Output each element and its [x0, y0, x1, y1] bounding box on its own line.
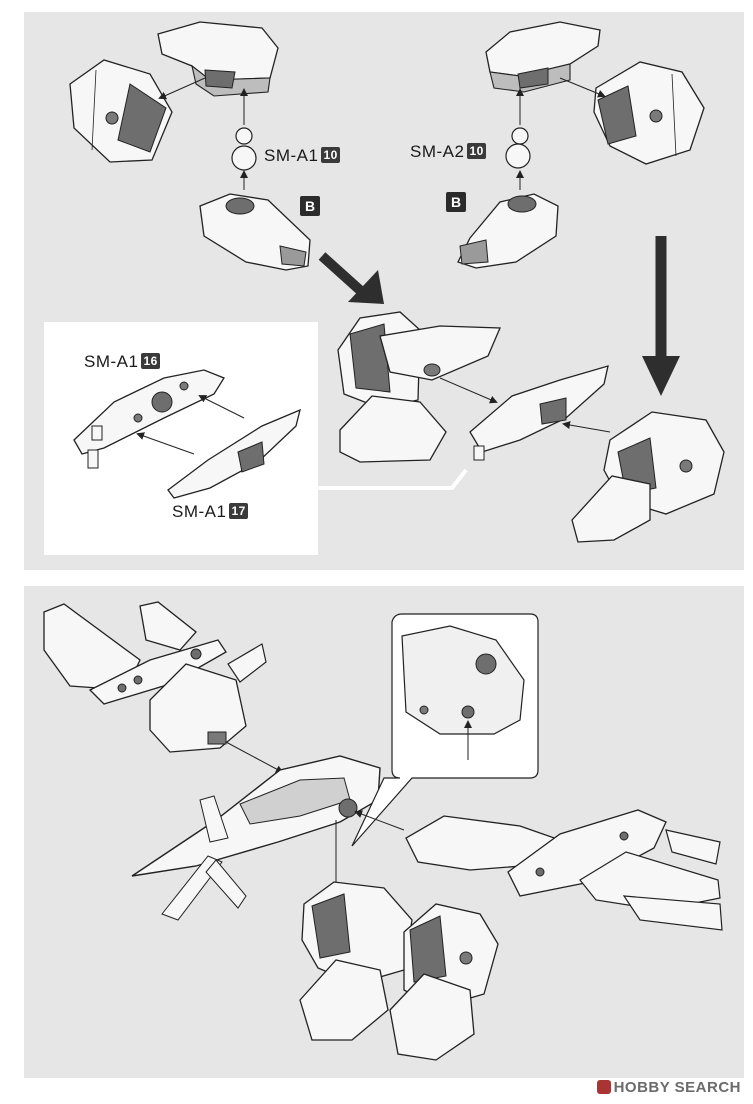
inset-upper-part	[73, 369, 225, 469]
right-ball-joint	[505, 88, 531, 190]
part-number-left-ball: 10	[321, 147, 340, 163]
part-code-right-ball: SM-A2	[410, 142, 465, 161]
part-number-right-ball: 10	[467, 143, 486, 159]
hobby-search-watermark: HOBBY SEARCH	[596, 1079, 741, 1096]
upper-left-pod-part	[69, 59, 173, 163]
center-assembled-unit	[337, 311, 501, 463]
inset-parts-diagram	[73, 369, 301, 499]
watermark-text: HOBBY SEARCH	[613, 1079, 741, 1096]
center-connector-part	[469, 365, 609, 461]
hobby-search-logo-icon	[596, 1080, 611, 1094]
bottom-assembly-panel	[24, 586, 744, 1078]
inset-part-number-lower: 17	[229, 503, 248, 519]
inset-callout-line	[318, 468, 468, 490]
left-ball-joint	[231, 88, 257, 190]
left-base-part	[199, 193, 311, 271]
upper-right-pod-part	[593, 61, 705, 165]
assembly-arrow-vertical	[642, 236, 680, 396]
right-base-part	[457, 193, 559, 269]
inset-lower-part	[167, 408, 301, 499]
part-code-left-ball: SM-A1	[264, 146, 319, 165]
lower-right-combined-pod	[571, 411, 725, 543]
runner-tag-left: B	[300, 196, 320, 216]
inset-part-code-upper: SM-A1	[84, 352, 139, 371]
upper-left-wing-part	[157, 21, 279, 97]
assembly-arrow-diagonal	[318, 252, 384, 304]
inset-part-number-upper: 16	[141, 353, 160, 369]
inset-part-code-lower: SM-A1	[172, 502, 227, 521]
upper-right-wing-part	[485, 21, 601, 93]
runner-tag-right: B	[446, 192, 466, 212]
